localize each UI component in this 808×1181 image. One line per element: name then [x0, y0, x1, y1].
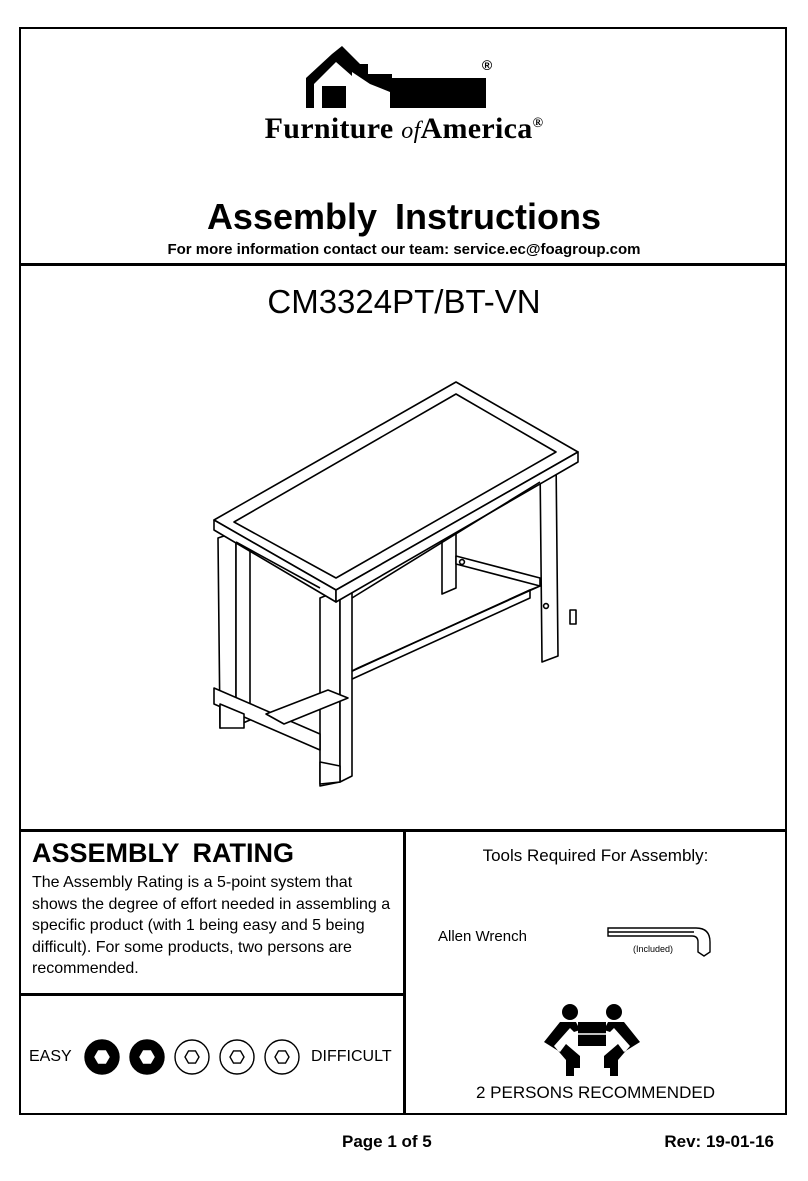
page-number: Page 1 of 5: [342, 1132, 432, 1151]
assembly-rating-scale: EASY DIFFICULT: [29, 1039, 405, 1079]
rating-dot-2-filled: [129, 1039, 165, 1075]
logo-registered-mark: ®: [482, 57, 493, 73]
divider-rating-scale: [19, 993, 405, 996]
revision-date: Rev: 19-01-16: [664, 1132, 774, 1151]
product-model: CM3324PT/BT-VN: [267, 283, 541, 320]
tool-note-included: (Included): [633, 944, 674, 954]
tool-name-allen-wrench: Allen Wrench: [438, 928, 527, 945]
page-title: Assembly Instructions: [206, 196, 602, 237]
rating-easy-label: EASY: [29, 1048, 72, 1065]
brand-logo-icon: ®: [306, 46, 493, 108]
brand-name-part3: America: [420, 112, 533, 145]
rating-difficult-label: DIFFICULT: [311, 1048, 392, 1065]
rating-dot-1-filled: [84, 1039, 120, 1075]
brand-name-part2: of: [401, 118, 421, 144]
rating-dot-3-empty: [174, 1039, 210, 1075]
brand-name-part1: Furniture: [264, 112, 394, 145]
brand-registered-mark: ®: [532, 116, 544, 131]
brand-name: Furniture ofAmerica®: [0, 112, 808, 146]
tools-required-title: Tools Required For Assembly:: [482, 846, 709, 865]
assembly-rating-title: ASSEMBLY RATING: [32, 838, 295, 868]
allen-wrench-icon: [607, 927, 711, 957]
contact-info: For more information contact our team: s…: [167, 241, 641, 258]
two-persons-lifting-icon: [544, 1004, 640, 1076]
divider-tools: [403, 829, 406, 1115]
counter-table-illustration: [213, 381, 579, 787]
persons-recommended-label: 2 PERSONS RECOMMENDED: [476, 1083, 715, 1102]
divider-header: [19, 263, 787, 266]
assembly-rating-description: The Assembly Rating is a 5-point system …: [32, 874, 391, 977]
rating-dot-4-empty: [219, 1039, 255, 1075]
rating-dot-5-empty: [264, 1039, 300, 1075]
